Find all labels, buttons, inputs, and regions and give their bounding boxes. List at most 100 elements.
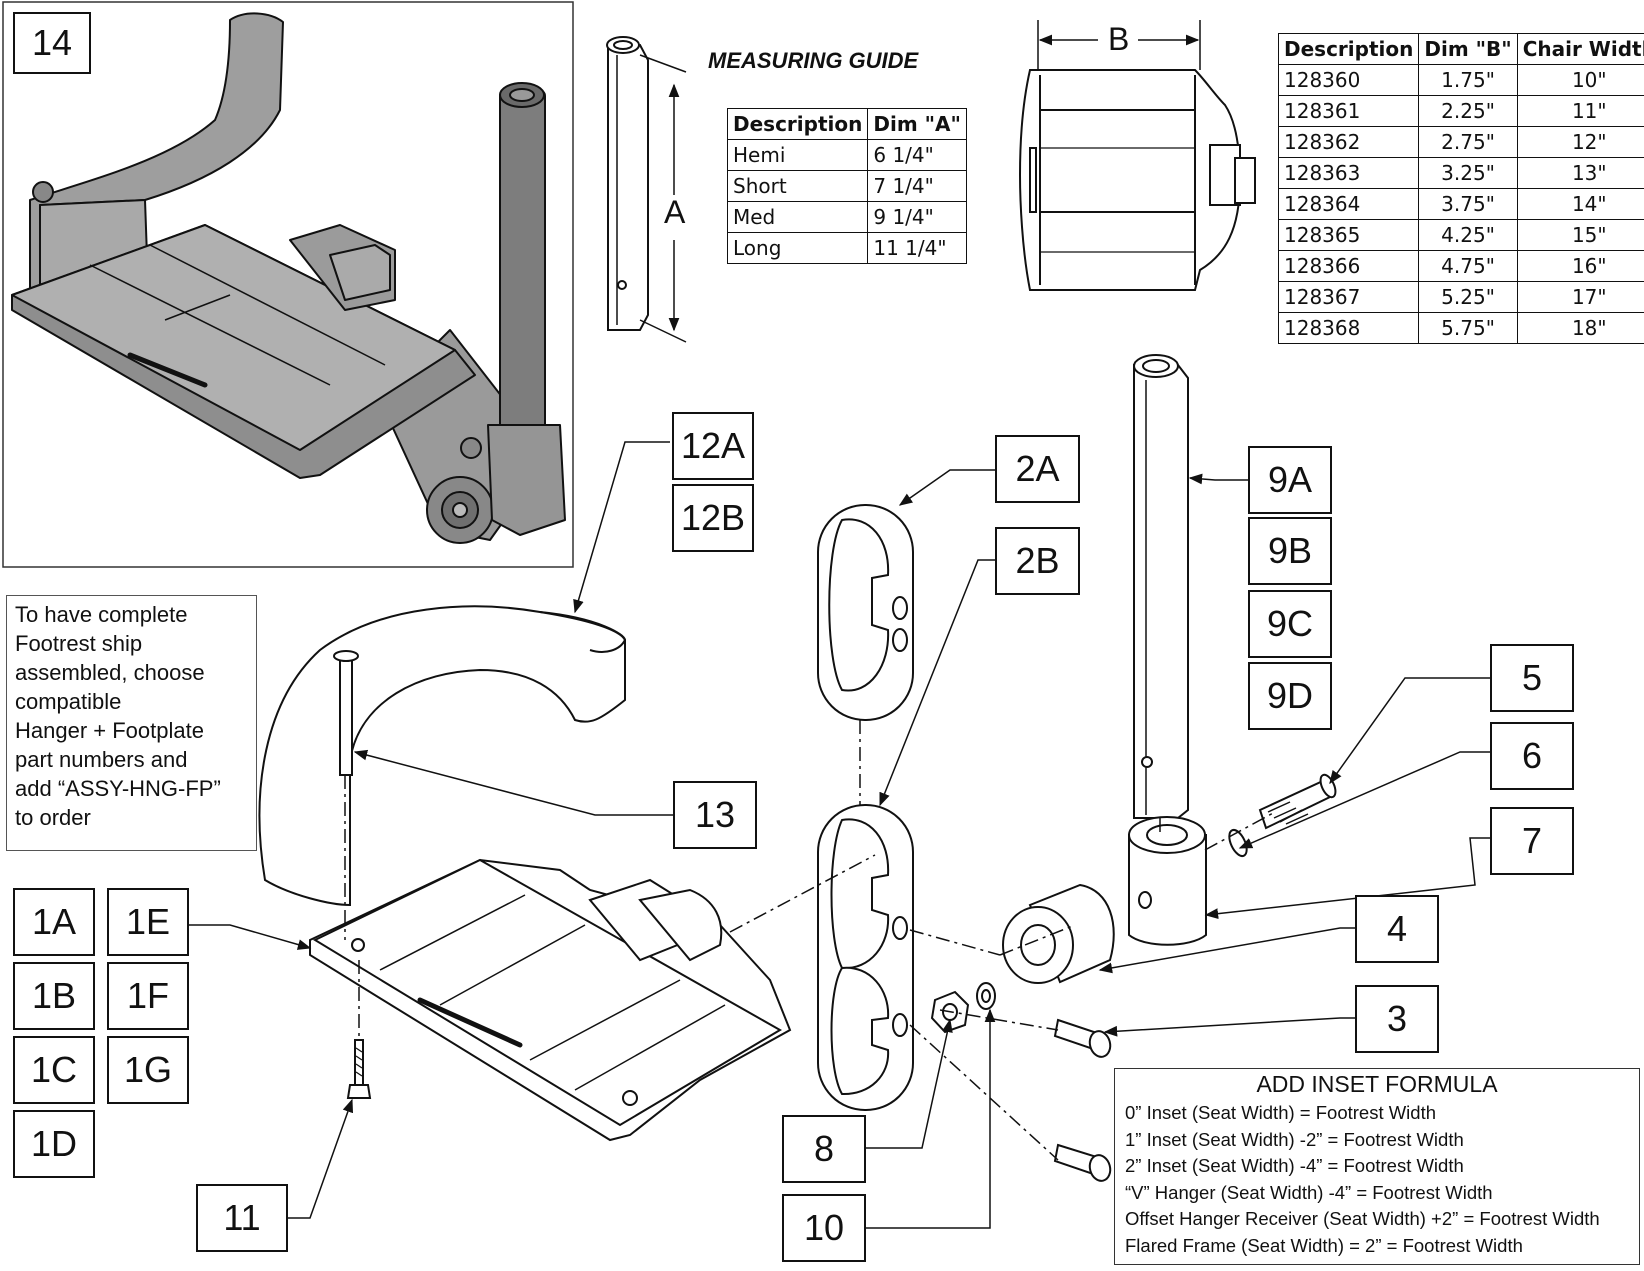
note-line: To have complete <box>15 602 188 627</box>
footplate-top-view-illustration <box>1018 69 1256 291</box>
callout-1a: 1A <box>13 888 95 956</box>
receiver-illustration <box>1128 816 1207 946</box>
assembled-footrest-illustration <box>11 12 566 544</box>
bolt-washer-illustration <box>1228 773 1337 858</box>
note-line: compatible <box>15 689 122 714</box>
table-cell: 3.25" <box>1418 157 1518 189</box>
note-line: part numbers and <box>15 747 188 772</box>
callout-9c: 9C <box>1248 590 1332 658</box>
callout-9d: 9D <box>1248 662 1332 730</box>
table-cell: 14" <box>1516 188 1644 220</box>
table-header: Description <box>726 108 869 140</box>
callout-3: 3 <box>1355 985 1439 1053</box>
table-cell: Short <box>726 170 869 202</box>
callout-1e: 1E <box>107 888 189 956</box>
tube-dim-a-illustration <box>606 36 649 331</box>
table-cell: 18" <box>1516 312 1644 344</box>
table-header: Chair Width <box>1516 33 1644 65</box>
table-cell: 7 1/4" <box>867 170 967 202</box>
nut-washer-illustration <box>930 982 996 1034</box>
dim-b-label: B <box>1108 21 1130 57</box>
formula-line: 1” Inset (Seat Width) -2” = Footrest Wid… <box>1125 1128 1464 1150</box>
table-cell: Hemi <box>726 139 869 171</box>
callout-2a: 2A <box>995 435 1080 503</box>
callout-6: 6 <box>1490 722 1574 790</box>
callout-10: 10 <box>782 1194 866 1262</box>
clamp-2a-illustration <box>817 504 914 721</box>
table-cell: 5.75" <box>1418 312 1518 344</box>
note-line: to order <box>15 805 91 830</box>
table-cell: 2.25" <box>1418 95 1518 127</box>
dim-b-arrow <box>1037 20 1201 70</box>
pin-illustration <box>333 650 359 776</box>
formula-line: Flared Frame (Seat Width) = 2” = Footres… <box>1125 1234 1523 1256</box>
callout-11: 11 <box>196 1184 288 1252</box>
table-cell: 16" <box>1516 250 1644 282</box>
note-line: Hanger + Footplate <box>15 718 204 743</box>
formula-line: 2” Inset (Seat Width) -4” = Footrest Wid… <box>1125 1155 1464 1176</box>
formula-line: Offset Hanger Receiver (Seat Width) +2” … <box>1125 1208 1600 1229</box>
callout-1c: 1C <box>13 1036 95 1104</box>
callout-1b: 1B <box>13 962 95 1030</box>
table-header: Dim "A" <box>867 108 967 140</box>
spacer-illustration <box>1002 883 1115 984</box>
callout-9a: 9A <box>1248 446 1332 514</box>
cap-screws-illustration <box>1053 1018 1112 1182</box>
table-cell: 15" <box>1516 219 1644 251</box>
table-cell: 4.75" <box>1418 250 1518 282</box>
callout-13: 13 <box>673 781 757 849</box>
footplate-illustration <box>309 858 792 1142</box>
table-cell: 17" <box>1516 281 1644 313</box>
callout-1g: 1G <box>107 1036 189 1104</box>
assembly-center-lines <box>344 720 1276 1161</box>
table-cell: 128366 <box>1277 250 1420 282</box>
measuring-guide-title: MEASURING GUIDE <box>708 48 919 73</box>
table-cell: 128360 <box>1277 64 1420 96</box>
callout-1d: 1D <box>13 1110 95 1178</box>
note-line: add “ASSY-HNG-FP” <box>15 776 221 801</box>
table-cell: 128363 <box>1277 157 1420 189</box>
mounting-screw-illustration <box>346 1039 372 1099</box>
inset-formula-box: ADD INSET FORMULA 0” Inset (Seat Width) … <box>1114 1068 1640 1265</box>
callout-12b: 12B <box>672 484 754 552</box>
hanger-post-illustration <box>1133 354 1189 819</box>
callout-9b: 9B <box>1248 517 1332 585</box>
table-cell: 2.75" <box>1418 126 1518 158</box>
formula-title: ADD INSET FORMULA <box>1256 1071 1498 1097</box>
note-line: Footrest ship <box>15 631 143 656</box>
callout-4: 4 <box>1355 895 1439 963</box>
dim-a-label: A <box>664 194 686 230</box>
table-cell: 12" <box>1516 126 1644 158</box>
callout-5: 5 <box>1490 644 1574 712</box>
table-cell: Med <box>726 201 869 233</box>
callout-12a: 12A <box>672 412 754 480</box>
assembly-inset-frame <box>2 1 574 568</box>
clamp-2b-illustration <box>817 804 914 1111</box>
table-cell: 128361 <box>1277 95 1420 127</box>
callout-1f: 1F <box>107 962 189 1030</box>
callout-2b: 2B <box>995 527 1080 595</box>
table-cell: 128367 <box>1277 281 1420 313</box>
table-cell: 128362 <box>1277 126 1420 158</box>
callout-leader-lines <box>185 441 1490 1229</box>
table-cell: 6 1/4" <box>867 139 967 171</box>
table-cell: 1.75" <box>1418 64 1518 96</box>
table-cell: 4.25" <box>1418 219 1518 251</box>
